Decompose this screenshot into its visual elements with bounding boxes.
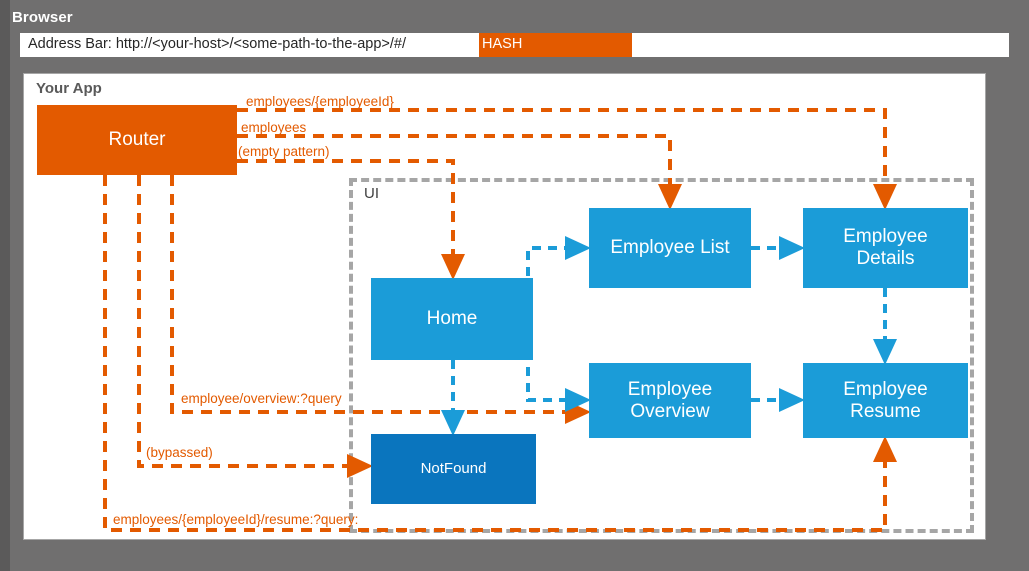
employee-list-label: Employee List	[610, 237, 730, 259]
route-label-employee-resume: employees/{employeeId}/resume:?query:	[113, 512, 359, 527]
route-label-bypassed: (bypassed)	[146, 445, 213, 460]
employee-overview-line1: Employee	[627, 378, 713, 400]
employee-overview-line2: Overview	[630, 400, 710, 422]
route-label-empty-pattern: (empty pattern)	[238, 144, 330, 159]
browser-title: Browser	[12, 9, 73, 26]
route-label-employees: employees	[241, 120, 307, 135]
component-employee-list[interactable]: Employee List	[589, 208, 751, 288]
home-label: Home	[426, 308, 478, 330]
employee-resume-line1: Employee	[843, 378, 928, 400]
router-box[interactable]: Router	[37, 105, 237, 175]
route-label-employee-overview: employee/overview:?query	[181, 391, 342, 406]
component-employee-resume[interactable]: Employee Resume	[803, 363, 968, 438]
employee-details-line2: Details	[856, 248, 915, 269]
ui-group-label: UI	[361, 185, 382, 202]
employee-resume-label: Employee Resume	[843, 379, 928, 423]
employee-details-line1: Employee	[843, 226, 928, 248]
component-home[interactable]: Home	[371, 278, 533, 360]
route-label-employees-by-id: employees/{employeeId}	[246, 94, 394, 109]
browser-chrome-left-edge	[0, 0, 10, 571]
app-title: Your App	[36, 80, 102, 97]
notfound-label: NotFound	[420, 460, 487, 478]
address-bar-text: Address Bar: http://<your-host>/<some-pa…	[28, 36, 407, 52]
employee-overview-label: Employee Overview	[628, 379, 713, 423]
component-employee-details[interactable]: Employee Details	[803, 208, 968, 288]
router-label: Router	[108, 129, 166, 151]
address-bar-hash-token: HASH	[482, 36, 523, 52]
employee-resume-line2: Resume	[850, 400, 921, 422]
component-employee-overview[interactable]: Employee Overview	[589, 363, 751, 438]
employee-details-label: Employee Details	[843, 226, 928, 270]
address-bar-hash-highlight	[479, 33, 632, 57]
component-notfound[interactable]: NotFound	[371, 434, 536, 504]
